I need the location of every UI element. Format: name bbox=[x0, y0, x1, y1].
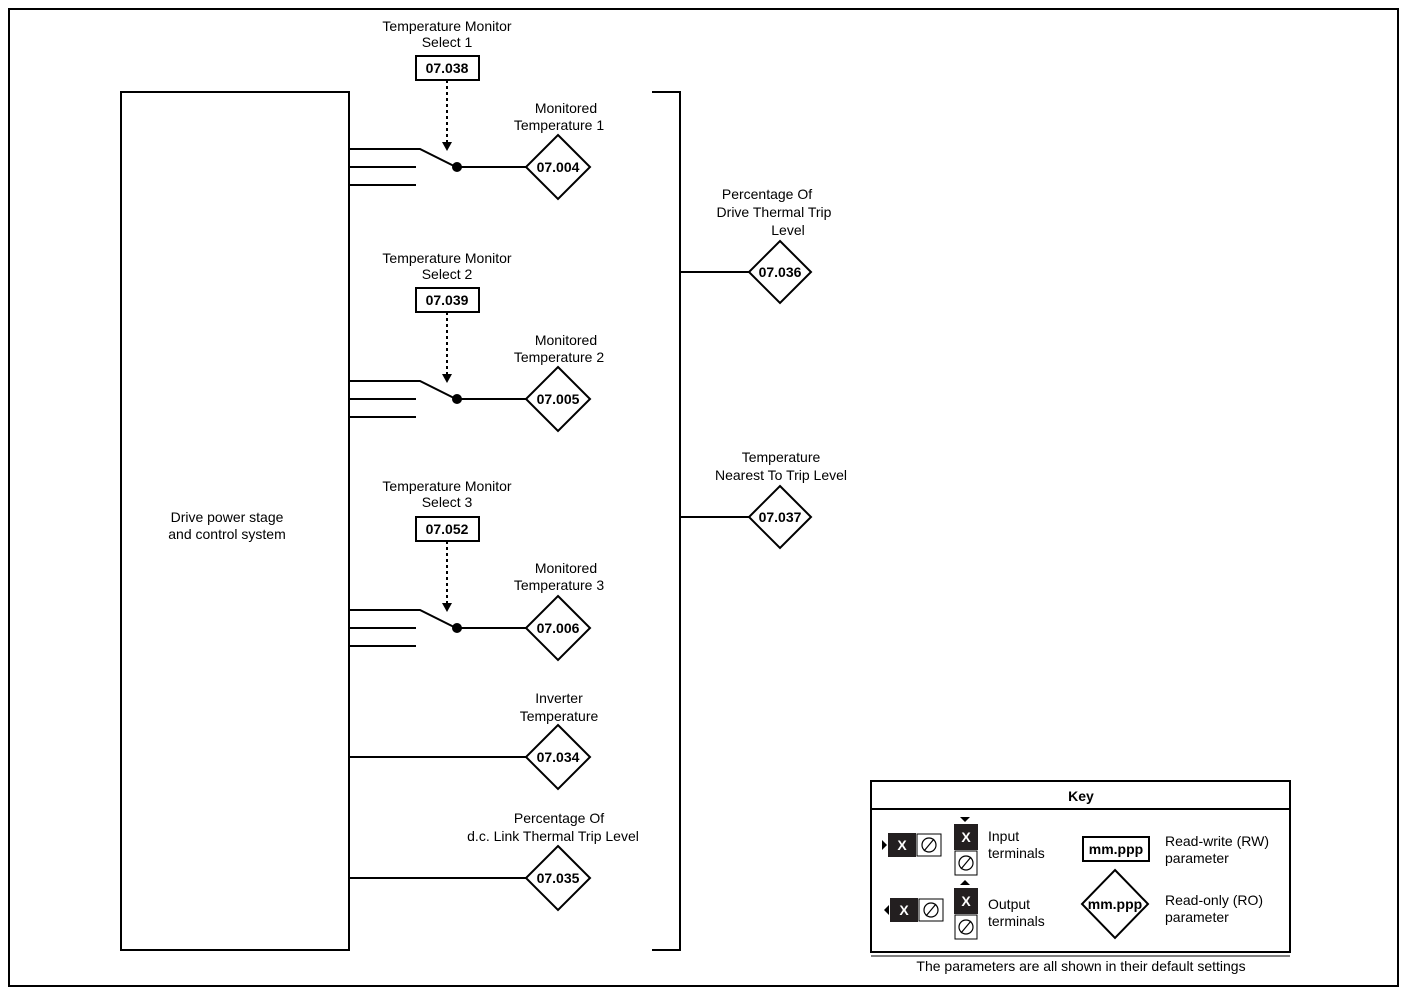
monitored-2-label-line1: Monitored bbox=[535, 332, 597, 348]
arrow-left-icon bbox=[884, 905, 889, 915]
select-2-label-line1: Temperature Monitor bbox=[382, 250, 512, 266]
inverter-label-line1: Inverter bbox=[535, 690, 583, 706]
drive-block-label-line1: Drive power stage bbox=[171, 509, 284, 525]
ro-parameter-sample: mm.ppp bbox=[1088, 896, 1142, 912]
inverter-param-diamond[interactable] bbox=[524, 723, 592, 791]
dc-link-label-line2: d.c. Link Thermal Trip Level bbox=[467, 828, 639, 844]
monitored-2-label-line2: Temperature 2 bbox=[514, 349, 604, 365]
prohibited-icon bbox=[923, 902, 939, 918]
dc-link-param-diamond[interactable] bbox=[524, 844, 592, 912]
thermal-trip-label-line1: Percentage Of bbox=[722, 186, 812, 202]
select-1-label-line1: Temperature Monitor bbox=[382, 18, 512, 34]
input-terminal-vertical-x-label: X bbox=[961, 829, 971, 845]
monitored-3-param-diamond[interactable] bbox=[524, 594, 592, 662]
select-1-label-line2: Select 1 bbox=[422, 34, 473, 50]
temperature-nearest-to-trip: Temperature Nearest To Trip Level 07.037 bbox=[680, 449, 847, 550]
drive-block-label-line2: and control system bbox=[168, 526, 286, 542]
dc-link-param-code: 07.035 bbox=[537, 870, 580, 886]
thermal-trip-param-diamond[interactable] bbox=[747, 239, 813, 305]
thermal-trip-label-line3: Level bbox=[771, 222, 804, 238]
arrow-down-icon bbox=[442, 142, 452, 151]
select-1-param-code: 07.038 bbox=[426, 60, 469, 76]
monitored-3-label-line2: Temperature 3 bbox=[514, 577, 604, 593]
arrow-right-icon bbox=[882, 840, 887, 850]
arrow-down-icon bbox=[442, 603, 452, 612]
select-1-param-box[interactable] bbox=[415, 55, 480, 81]
output-terminals-label-line1: Output bbox=[988, 896, 1030, 912]
prohibited-icon-slash bbox=[925, 903, 937, 917]
rw-parameter-sample: mm.ppp bbox=[1089, 841, 1143, 857]
temperature-group-1: Temperature Monitor Select 1 07.038 Moni… bbox=[349, 18, 604, 201]
monitored-3-param-code: 07.006 bbox=[537, 620, 580, 636]
prohibited-icon-slash bbox=[960, 856, 972, 870]
rw-label-line2: parameter bbox=[1165, 850, 1229, 866]
inverter-temperature: Inverter Temperature 07.034 bbox=[349, 690, 599, 791]
arrow-down-icon bbox=[442, 374, 452, 383]
input-terminals-label-line2: terminals bbox=[988, 845, 1045, 861]
rw-label-line1: Read-write (RW) bbox=[1165, 833, 1269, 849]
prohibited-icon-slash bbox=[923, 838, 935, 852]
key-box: Key X X Input terminals mm.ppp Read-writ… bbox=[870, 780, 1291, 974]
select-2-param-code: 07.039 bbox=[426, 292, 469, 308]
ro-parameter-sample-diamond bbox=[1080, 868, 1150, 940]
select-2-param-box[interactable] bbox=[415, 287, 480, 313]
prohibited-icon bbox=[921, 837, 937, 853]
select-3-param-code: 07.052 bbox=[426, 521, 469, 537]
output-terminals-label-line2: terminals bbox=[988, 913, 1045, 929]
monitored-1-label-line2: Temperature 1 bbox=[514, 117, 604, 133]
dc-link-thermal: Percentage Of d.c. Link Thermal Trip Lev… bbox=[349, 810, 639, 912]
switch-3-contact bbox=[349, 609, 457, 629]
key-title: Key bbox=[1068, 788, 1094, 804]
output-terminal-x bbox=[890, 898, 918, 922]
switch-2-contact bbox=[349, 380, 457, 400]
monitored-3-label-line1: Monitored bbox=[535, 560, 597, 576]
select-3-label-line2: Select 3 bbox=[422, 494, 473, 510]
dc-link-label-line1: Percentage Of bbox=[514, 810, 604, 826]
output-terminal-vertical-x-label: X bbox=[961, 893, 971, 909]
select-3-param-box[interactable] bbox=[415, 516, 480, 542]
nearest-label-line1: Temperature bbox=[742, 449, 821, 465]
diagram-border bbox=[8, 8, 1399, 987]
switch-1-contact bbox=[349, 148, 457, 168]
nearest-param-code: 07.037 bbox=[759, 509, 802, 525]
monitored-1-param-code: 07.004 bbox=[537, 159, 580, 175]
select-2-label-line2: Select 2 bbox=[422, 266, 473, 282]
outputs-bracket bbox=[652, 91, 681, 951]
input-terminals-label-line1: Input bbox=[988, 828, 1019, 844]
arrow-up-icon bbox=[960, 880, 970, 885]
output-terminal-x-label: X bbox=[899, 902, 909, 918]
arrow-down-icon bbox=[960, 817, 970, 822]
monitored-1-label-line1: Monitored bbox=[535, 100, 597, 116]
input-terminal-x bbox=[888, 833, 916, 857]
monitored-2-param-diamond[interactable] bbox=[524, 365, 592, 433]
rw-parameter-sample-box bbox=[1082, 836, 1150, 862]
output-terminal-vertical-x bbox=[954, 888, 978, 914]
drive-thermal-trip: Percentage Of Drive Thermal Trip Level 0… bbox=[680, 186, 832, 305]
inverter-label-line2: Temperature bbox=[520, 708, 599, 724]
nearest-label-line2: Nearest To Trip Level bbox=[715, 467, 847, 483]
drive-block-rect bbox=[120, 91, 350, 951]
temperature-group-2: Temperature Monitor Select 2 07.039 Moni… bbox=[349, 250, 604, 433]
prohibited-icon-slash bbox=[960, 920, 972, 934]
input-terminal-x-label: X bbox=[897, 837, 907, 853]
thermal-trip-param-code: 07.036 bbox=[759, 264, 802, 280]
monitored-1-param-diamond[interactable] bbox=[524, 133, 592, 201]
select-3-label-line1: Temperature Monitor bbox=[382, 478, 512, 494]
monitored-2-param-code: 07.005 bbox=[537, 391, 580, 407]
ro-label-line2: parameter bbox=[1165, 909, 1229, 925]
key-frame bbox=[870, 780, 1291, 953]
nearest-param-diamond[interactable] bbox=[747, 484, 813, 550]
prohibited-icon bbox=[958, 919, 974, 935]
key-footer: The parameters are all shown in their de… bbox=[916, 958, 1245, 974]
temperature-group-3: Temperature Monitor Select 3 07.052 Moni… bbox=[349, 478, 604, 662]
thermal-trip-label-line2: Drive Thermal Trip bbox=[717, 204, 832, 220]
drive-block: Drive power stage and control system bbox=[120, 91, 350, 951]
inverter-param-code: 07.034 bbox=[537, 749, 580, 765]
ro-label-line1: Read-only (RO) bbox=[1165, 892, 1263, 908]
input-terminal-vertical-x bbox=[954, 824, 978, 850]
prohibited-icon bbox=[958, 855, 974, 871]
